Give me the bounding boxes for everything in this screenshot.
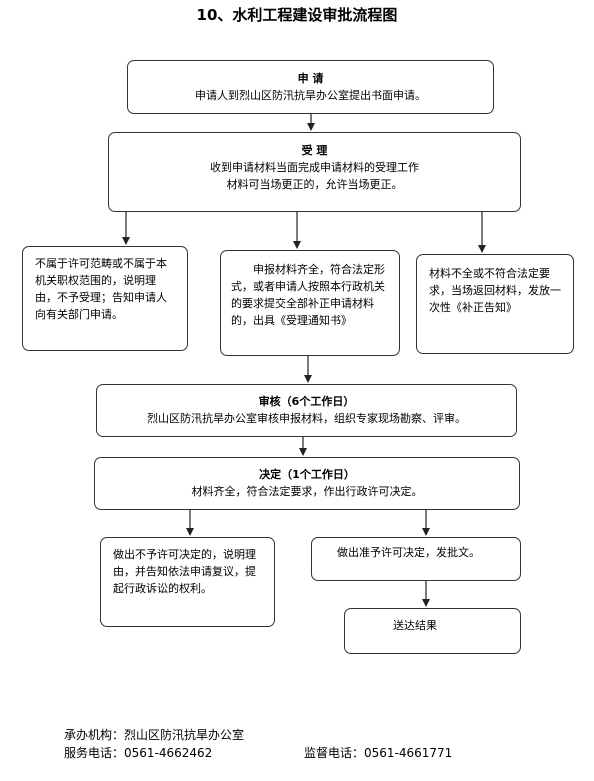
node-apply-text: 申请人到烈山区防汛抗旱办公室提出书面申请。 <box>195 89 426 102</box>
node-incomplete-text: 材料不全或不符合法定要求，当场返回材料，发放一次性《补正告知》 <box>429 267 561 314</box>
node-incomplete: 材料不全或不符合法定要求，当场返回材料，发放一次性《补正告知》 <box>416 254 574 354</box>
node-complete: 申报材料齐全，符合法定形式，或者申请人按照本行政机关的要求提交全部补正申请材料的… <box>220 250 400 356</box>
node-accept-line2: 材料可当场更正的，允许当场更正。 <box>226 178 403 191</box>
node-deliver: 送达结果 <box>344 608 521 654</box>
page-title: 10、水利工程建设审批流程图 <box>196 6 398 24</box>
node-review: 审核（6个工作日） 烈山区防汛抗旱办公室审核申报材料，组织专家现场勘察、评审。 <box>96 384 517 437</box>
node-approve: 做出准予许可决定，发批文。 <box>311 537 521 581</box>
node-decide: 决定（1个工作日） 材料齐全，符合法定要求，作出行政许可决定。 <box>94 457 520 510</box>
node-approve-text: 做出准予许可决定，发批文。 <box>337 546 480 559</box>
node-deny: 做出不予许可决定的，说明理由，并告知依法申请复议，提起行政诉讼的权利。 <box>100 537 275 627</box>
node-apply: 申 请 申请人到烈山区防汛抗旱办公室提出书面申请。 <box>127 60 494 114</box>
footer-service-phone: 服务电话：0561-4662462 <box>64 746 213 760</box>
node-deliver-text: 送达结果 <box>393 619 437 632</box>
footer-org: 承办机构：烈山区防汛抗旱办公室 <box>64 728 245 742</box>
node-decide-text: 材料齐全，符合法定要求，作出行政许可决定。 <box>191 485 423 498</box>
node-deny-text: 做出不予许可决定的，说明理由，并告知依法申请复议，提起行政诉讼的权利。 <box>113 548 256 595</box>
node-decide-heading: 决定（1个工作日） <box>259 468 355 481</box>
node-complete-text: 申报材料齐全，符合法定形式，或者申请人按照本行政机关的要求提交全部补正申请材料的… <box>231 263 385 327</box>
footer-supervise-phone: 监督电话：0561-4661771 <box>304 746 453 760</box>
node-accept-heading: 受 理 <box>301 144 328 157</box>
node-accept-line1: 收到申请材料当面完成申请材料的受理工作 <box>210 161 419 174</box>
node-review-text: 烈山区防汛抗旱办公室审核申报材料，组织专家现场勘察、评审。 <box>147 412 466 425</box>
node-review-heading: 审核（6个工作日） <box>258 395 355 408</box>
node-apply-heading: 申 请 <box>297 72 324 85</box>
node-not-accept-text: 不属于许可范畴或不属于本机关职权范围的，说明理由，不予受理；告知申请人向有关部门… <box>35 257 167 321</box>
node-accept: 受 理 收到申请材料当面完成申请材料的受理工作 材料可当场更正的，允许当场更正。 <box>108 132 521 212</box>
node-not-accept: 不属于许可范畴或不属于本机关职权范围的，说明理由，不予受理；告知申请人向有关部门… <box>22 246 188 351</box>
